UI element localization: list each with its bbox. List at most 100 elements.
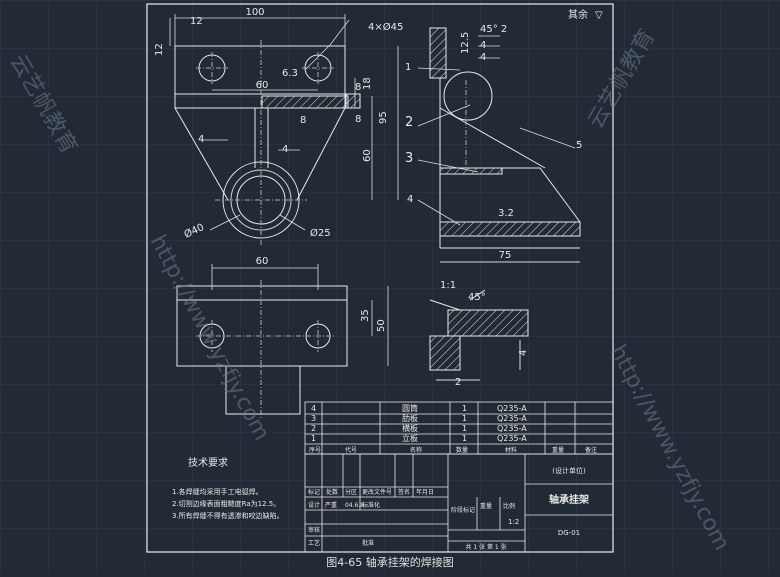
detail-vertical-plate bbox=[429, 335, 461, 371]
front-dimensions bbox=[169, 14, 399, 231]
detail-view bbox=[429, 289, 529, 381]
front-view bbox=[174, 40, 361, 245]
svg-text:签名: 签名 bbox=[398, 488, 410, 496]
bom-cell: 1 bbox=[462, 404, 467, 413]
dim-h35: 35 bbox=[360, 309, 371, 322]
bom-cell: 1 bbox=[462, 414, 467, 423]
part-no-2: 2 bbox=[405, 115, 413, 130]
roughness-note: 其余 bbox=[568, 8, 588, 21]
weld-4d: 4 bbox=[480, 52, 486, 63]
part-no-4: 4 bbox=[407, 194, 413, 205]
bom-cell: Q235-A bbox=[497, 404, 527, 413]
bom-cell: Q235-A bbox=[497, 434, 527, 443]
side-text: 1 2 3 4 5 45° 2 4 4 12.5 3.2 75 其余 ▽ bbox=[405, 8, 603, 261]
svg-text:标记: 标记 bbox=[308, 488, 320, 496]
bom-cell: 1 bbox=[462, 434, 467, 443]
side-leaders bbox=[417, 35, 576, 226]
dim-thk8-b: 8 bbox=[355, 82, 361, 93]
tech-req-line-1: 1.各焊缝均采用手工电弧焊。 bbox=[172, 487, 263, 496]
bom-cell: 肋板 bbox=[402, 413, 418, 423]
dim-r63: 6.3 bbox=[282, 68, 298, 79]
svg-text:代号: 代号 bbox=[345, 446, 357, 454]
detail-angle45: 45° bbox=[468, 292, 486, 303]
title-block bbox=[304, 453, 614, 553]
title-block-text: (设计单位) 轴承挂架 DG-01 阶段标记 重量 比例 1:2 共 1 张 第… bbox=[308, 466, 589, 551]
tech-req-line-3: 3.所有焊缝不得有透渗和咬边缺陷。 bbox=[172, 511, 284, 520]
side-vertical-plate bbox=[429, 27, 447, 79]
scale-label: 比例 bbox=[503, 502, 515, 510]
stage-label: 阶段标记 bbox=[451, 506, 475, 514]
front-hatch-section bbox=[261, 95, 349, 109]
bom-cell: Q235-A bbox=[497, 424, 527, 433]
dim-thk8-a: 8 bbox=[300, 115, 306, 126]
side-base-section bbox=[439, 221, 581, 237]
dim-holes: 4×Ø45 bbox=[368, 21, 403, 33]
detail-dim-2: 2 bbox=[455, 377, 461, 388]
bom-cell: 2 bbox=[311, 424, 316, 433]
front-gusset-edges bbox=[174, 107, 346, 201]
svg-text:序号: 序号 bbox=[309, 446, 321, 454]
svg-text:批准: 批准 bbox=[362, 539, 374, 547]
svg-text:重量: 重量 bbox=[552, 446, 564, 454]
design-unit: (设计单位) bbox=[552, 466, 586, 475]
part-no-3: 3 bbox=[405, 151, 413, 166]
tech-requirements: 技术要求 1.各焊缝均采用手工电弧焊。 2.切割边缘表面粗糙度Ra为12.5。 … bbox=[172, 456, 284, 520]
bom-cell: Q235-A bbox=[497, 414, 527, 423]
bom-cell: 3 bbox=[311, 414, 316, 423]
svg-text:04.6.8: 04.6.8 bbox=[345, 502, 364, 509]
svg-text:审核: 审核 bbox=[308, 526, 320, 534]
bom-header-text: 序号 代号 名称 数量 材料 重量 备注 bbox=[309, 446, 597, 454]
tech-req-title: 技术要求 bbox=[188, 456, 228, 469]
svg-text:标准化: 标准化 bbox=[362, 501, 380, 509]
sheets: 共 1 张 第 1 张 bbox=[465, 543, 506, 551]
weight-label: 重量 bbox=[480, 502, 492, 510]
dim-12-top: 12 bbox=[190, 16, 203, 27]
side-detail-circle bbox=[443, 71, 493, 121]
dim-spacing60-bottom: 60 bbox=[256, 256, 269, 267]
dim-hole-spacing: 60 bbox=[256, 80, 269, 91]
svg-text:年月日: 年月日 bbox=[416, 488, 434, 496]
dim-h60: 60 bbox=[362, 149, 373, 162]
bom-cell: 4 bbox=[311, 404, 316, 413]
drawing-number: DG-01 bbox=[558, 529, 580, 537]
top-view bbox=[176, 280, 348, 420]
bom-cell: 1 bbox=[462, 424, 467, 433]
part-name: 轴承挂架 bbox=[549, 493, 589, 506]
svg-text:材料: 材料 bbox=[505, 446, 517, 454]
weld-4a: 4 bbox=[198, 134, 204, 145]
part-no-1: 1 bbox=[405, 62, 411, 73]
dim-r125: 12.5 bbox=[460, 32, 471, 54]
tech-req-line-2: 2.切割边缘表面粗糙度Ra为12.5。 bbox=[172, 499, 280, 508]
figure-caption: 图4-65 轴承挂架的焊接图 bbox=[326, 556, 454, 569]
detail-dim-4: 4 bbox=[518, 350, 529, 356]
dim-thk8-c: 8 bbox=[355, 114, 361, 125]
dim-w75: 75 bbox=[499, 250, 512, 261]
svg-text:设计: 设计 bbox=[308, 501, 320, 509]
scale-value: 1:2 bbox=[508, 518, 519, 526]
svg-text:分区: 分区 bbox=[345, 488, 357, 496]
dim-h95: 95 bbox=[378, 111, 389, 124]
roughness-symbol: ▽ bbox=[595, 10, 603, 21]
weld-4c: 4 bbox=[480, 40, 486, 51]
bom-cell: 圆筒 bbox=[402, 403, 418, 413]
dim-angle45-2: 45° 2 bbox=[480, 24, 507, 35]
svg-text:更改文件号: 更改文件号 bbox=[362, 488, 392, 496]
top-view-lower-block bbox=[225, 365, 301, 415]
dim-top-width: 100 bbox=[245, 7, 264, 18]
bom-cell: 立板 bbox=[402, 433, 418, 443]
weld-4b: 4 bbox=[282, 144, 288, 155]
svg-text:数量: 数量 bbox=[456, 446, 468, 454]
svg-text:严重: 严重 bbox=[325, 501, 337, 509]
part-no-5: 5 bbox=[576, 140, 582, 151]
bom-cell: 1 bbox=[311, 434, 316, 443]
svg-text:名称: 名称 bbox=[410, 446, 422, 454]
svg-text:工艺: 工艺 bbox=[308, 539, 320, 547]
dim-r32: 3.2 bbox=[498, 208, 514, 219]
detail-horizontal-plate bbox=[447, 309, 529, 337]
dim-d25: Ø25 bbox=[310, 227, 331, 239]
top-view-dims bbox=[211, 264, 389, 366]
